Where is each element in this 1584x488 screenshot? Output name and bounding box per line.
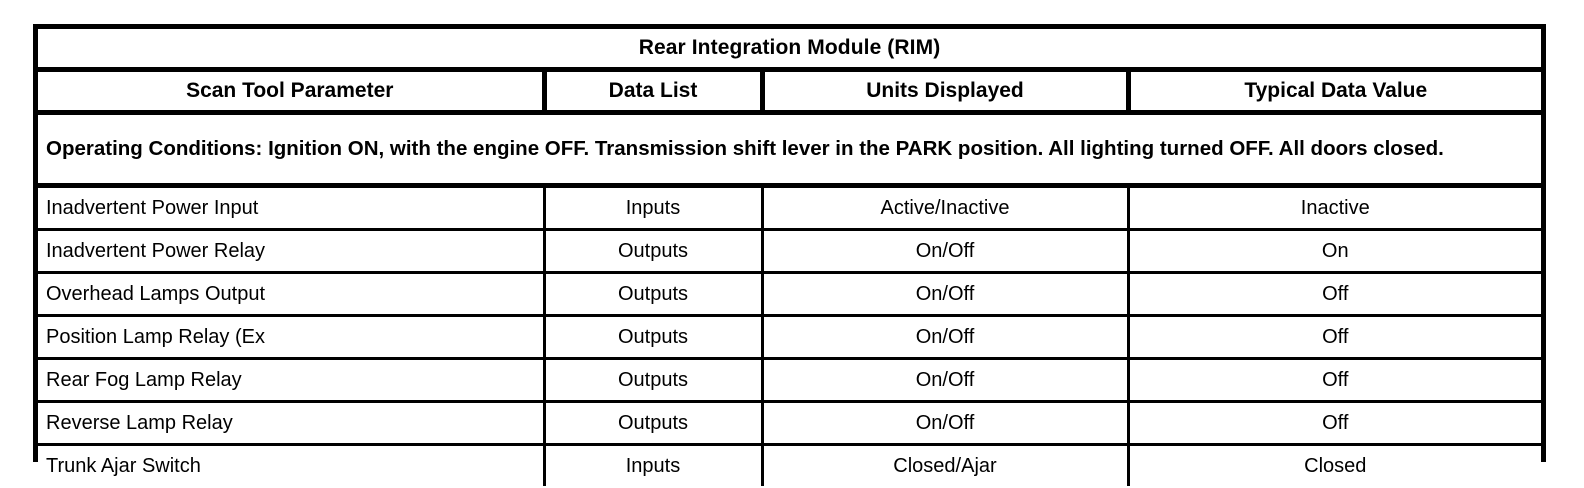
operating-conditions-text: Operating Conditions: Ignition ON, with … <box>38 112 1542 188</box>
table-row: Inadvertent Power Input Inputs Active/In… <box>38 185 1542 231</box>
table-title-row: Rear Integration Module (RIM) <box>38 29 1542 72</box>
cell-data-list: Outputs <box>544 401 764 446</box>
cell-data-list: Inputs <box>544 185 764 231</box>
cell-parameter: Inadvertent Power Relay <box>38 229 546 274</box>
cell-units: On/Off <box>762 401 1130 446</box>
cell-parameter: Reverse Lamp Relay <box>38 401 546 446</box>
cell-typical-value: Inactive <box>1128 185 1542 231</box>
table-title: Rear Integration Module (RIM) <box>38 29 1542 72</box>
cell-typical-value: Closed <box>1128 444 1542 486</box>
cell-parameter: Position Lamp Relay (Ex <box>38 315 546 360</box>
operating-conditions-row: Operating Conditions: Ignition ON, with … <box>38 112 1542 188</box>
cell-data-list: Outputs <box>544 229 764 274</box>
cell-data-list: Inputs <box>544 444 764 486</box>
table-row: Reverse Lamp Relay Outputs On/Off Off <box>38 401 1542 446</box>
cell-typical-value: Off <box>1128 358 1542 403</box>
cell-data-list: Outputs <box>544 315 764 360</box>
table-row: Trunk Ajar Switch Inputs Closed/Ajar Clo… <box>38 444 1542 486</box>
cell-units: Closed/Ajar <box>762 444 1130 486</box>
table-header-row: Scan Tool Parameter Data List Units Disp… <box>38 69 1542 115</box>
cell-data-list: Outputs <box>544 272 764 317</box>
cell-parameter: Overhead Lamps Output <box>38 272 546 317</box>
table-row: Overhead Lamps Output Outputs On/Off Off <box>38 272 1542 317</box>
cell-typical-value: On <box>1128 229 1542 274</box>
cell-typical-value: Off <box>1128 272 1542 317</box>
cell-units: On/Off <box>762 272 1130 317</box>
cell-units: On/Off <box>762 358 1130 403</box>
cell-units: Active/Inactive <box>762 185 1130 231</box>
column-header-scan-tool-parameter: Scan Tool Parameter <box>38 69 547 115</box>
cell-parameter: Inadvertent Power Input <box>38 185 546 231</box>
cell-data-list: Outputs <box>544 358 764 403</box>
column-header-data-list: Data List <box>544 69 765 115</box>
table-body: Rear Integration Module (RIM) Scan Tool … <box>38 29 1542 486</box>
cell-units: On/Off <box>762 229 1130 274</box>
cell-typical-value: Off <box>1128 315 1542 360</box>
cell-typical-value: Off <box>1128 401 1542 446</box>
cell-parameter: Rear Fog Lamp Relay <box>38 358 546 403</box>
table-row: Position Lamp Relay (Ex Outputs On/Off O… <box>38 315 1542 360</box>
column-header-typical-data-value: Typical Data Value <box>1128 69 1542 115</box>
scan-tool-parameter-table: Rear Integration Module (RIM) Scan Tool … <box>38 29 1542 486</box>
table-row: Rear Fog Lamp Relay Outputs On/Off Off <box>38 358 1542 403</box>
cell-units: On/Off <box>762 315 1130 360</box>
column-header-units-displayed: Units Displayed <box>762 69 1131 115</box>
table-row: Inadvertent Power Relay Outputs On/Off O… <box>38 229 1542 274</box>
cell-parameter: Trunk Ajar Switch <box>38 444 546 486</box>
rim-data-table: Rear Integration Module (RIM) Scan Tool … <box>33 24 1546 486</box>
